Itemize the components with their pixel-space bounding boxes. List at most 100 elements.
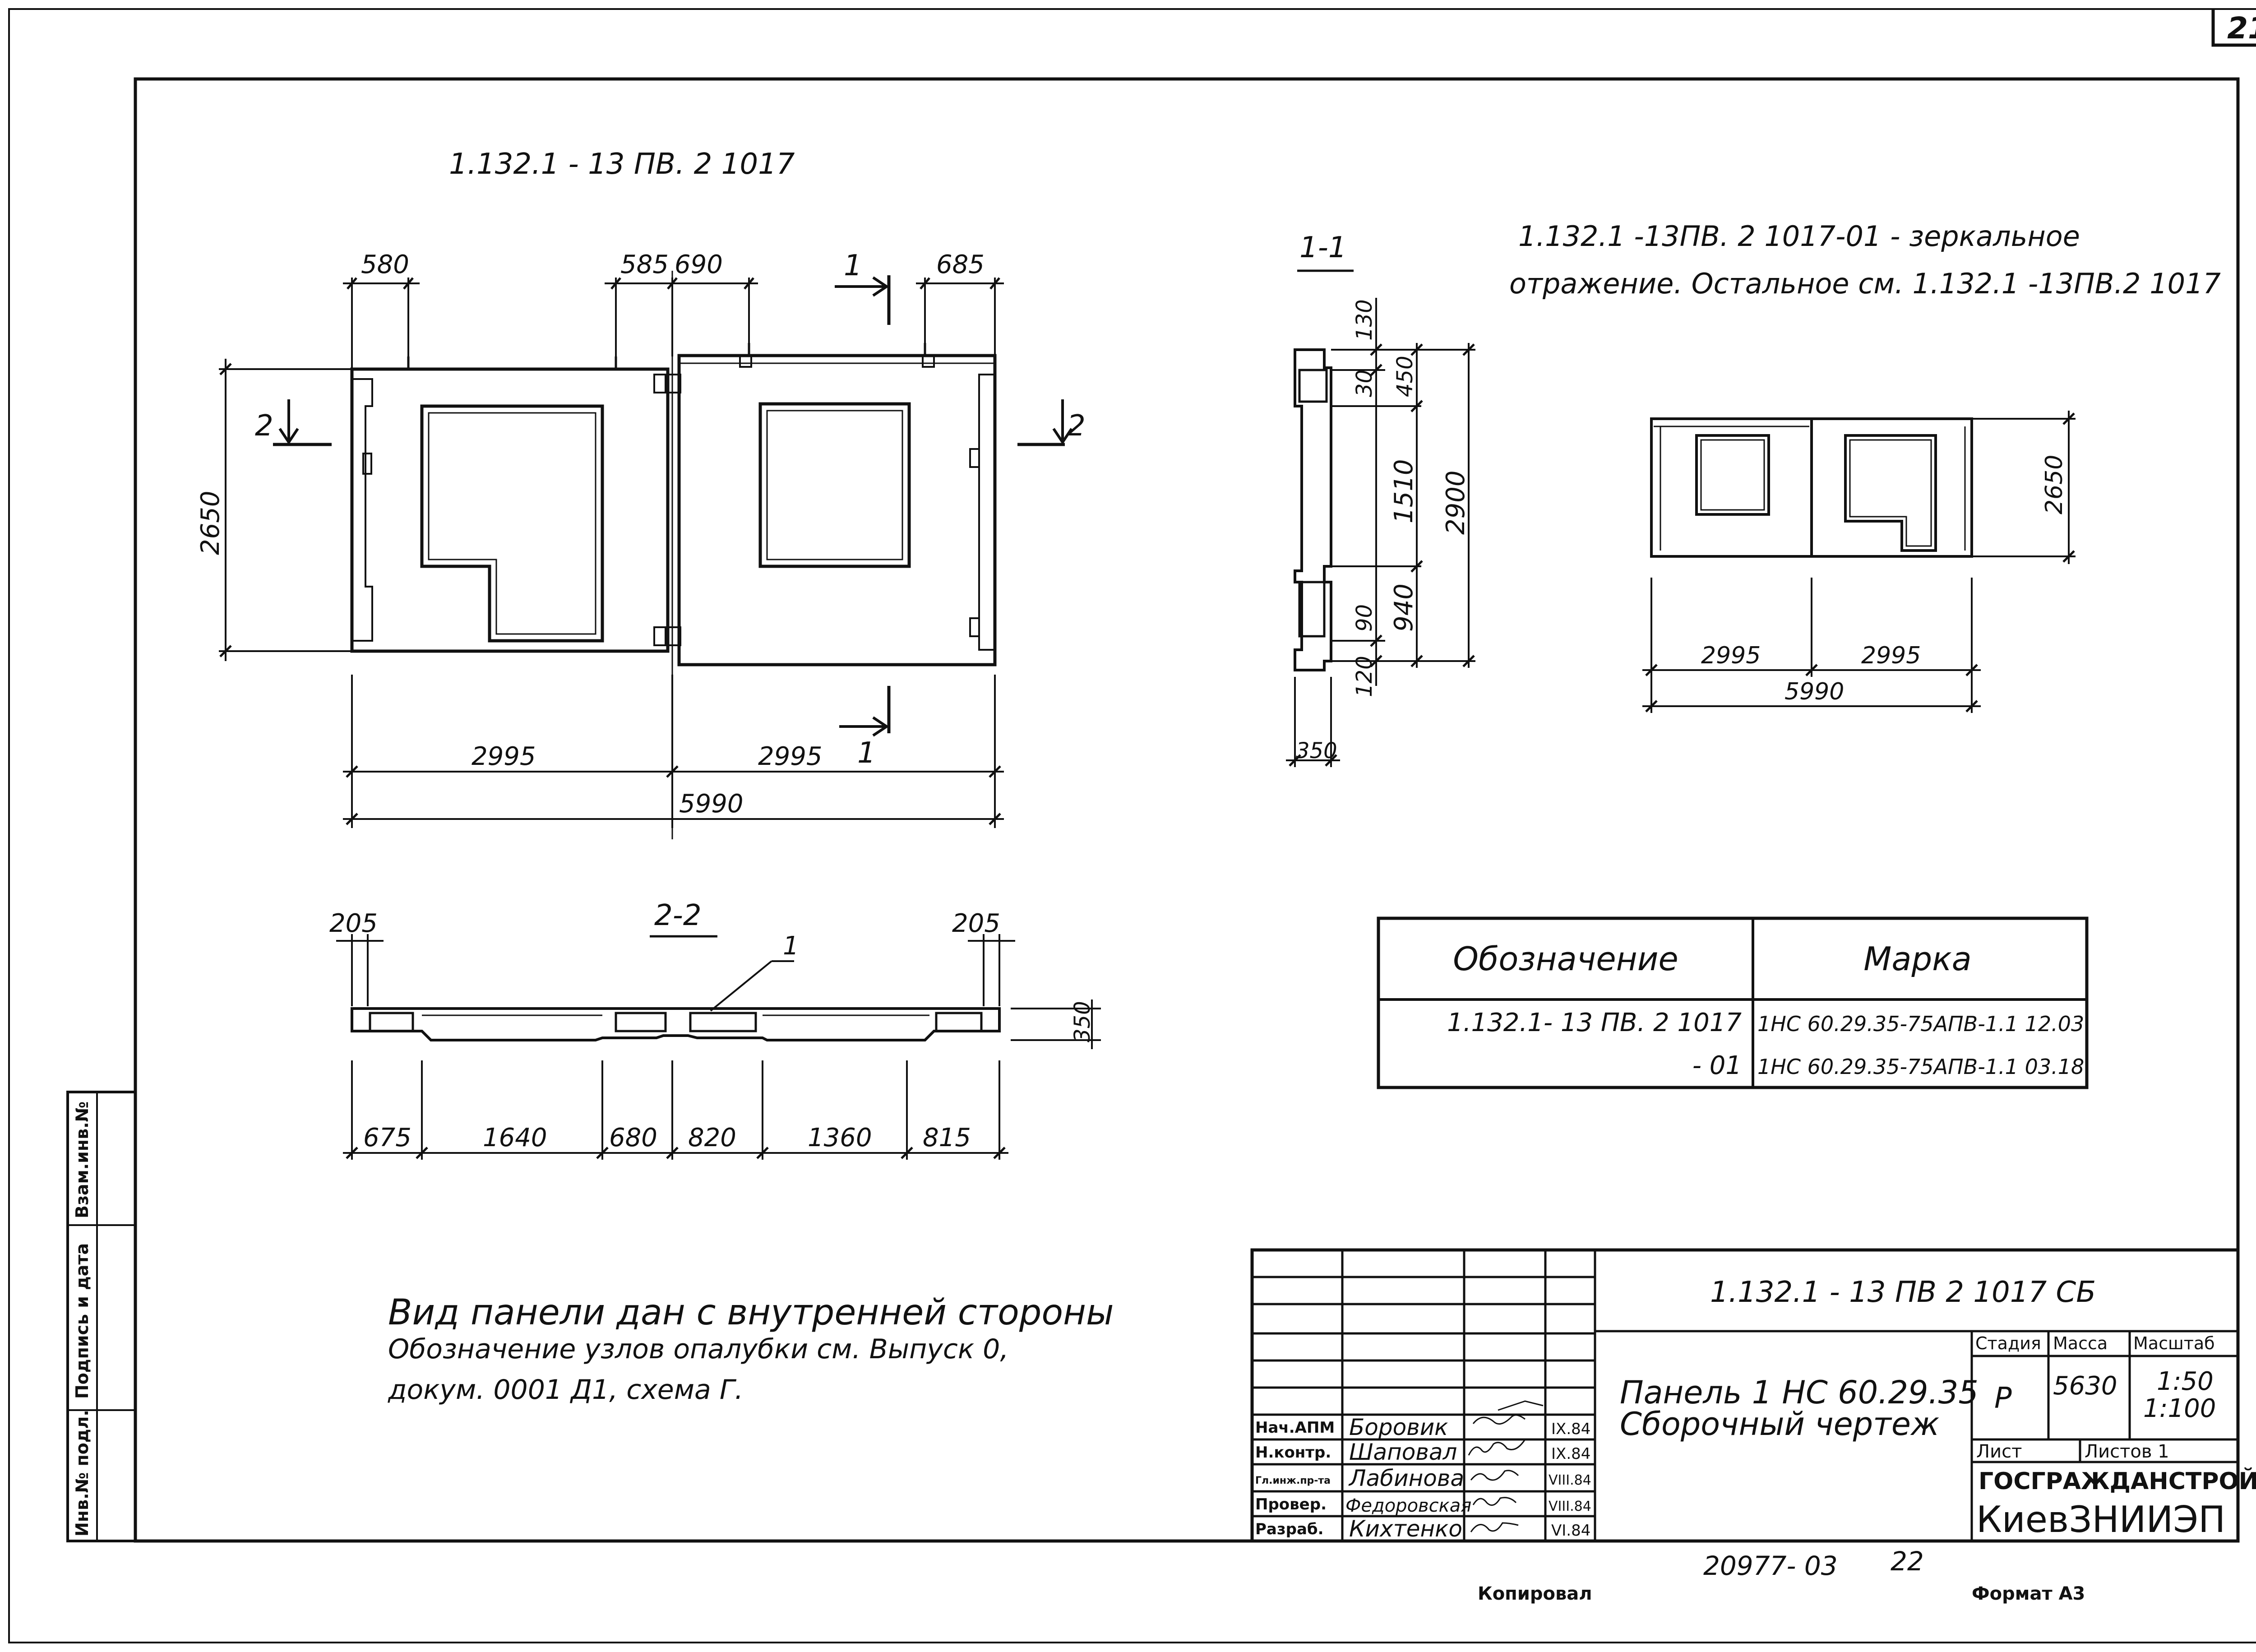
marks-header-designation: Обозначение (1453, 940, 1678, 978)
dim-2900: 2900 (1441, 470, 1470, 535)
section-1-label-top: 1 (844, 249, 862, 282)
title-block-org-1: ГОСГРАЖДАНСТРОЙ (1979, 1467, 2256, 1495)
staff-date-3: VIII.84 (1549, 1472, 1591, 1488)
mirror-dim-total: 5990 (1784, 678, 1844, 705)
mirror-note-line-1: 1.132.1 -13ПВ. 2 1017-01 - зеркальное (1518, 220, 2080, 253)
signatures (1468, 1400, 1544, 1532)
section-1-label-bottom: 1 (857, 736, 876, 770)
left-panel-outline (350, 367, 670, 653)
title-block-sheet-label: Лист (1976, 1441, 2022, 1462)
mirror-right-opening (1844, 434, 1937, 552)
dim-top-690: 690 (675, 250, 723, 279)
page-number-box: 21 (2211, 9, 2256, 47)
dim-top-585: 585 (620, 250, 669, 279)
view-note-line-3: докум. 0001 Д1, схема Г. (388, 1374, 743, 1406)
dim-940: 940 (1389, 583, 1419, 632)
marks-row-1-mark: 1НС 60.29.35-75АПВ-1.1 12.03 (1757, 1012, 2084, 1036)
section-2-2: 2-2 1 205 205 350 (329, 899, 1101, 1160)
panel-main-view: 580 585 690 685 2650 2 2 1 1 (196, 249, 1086, 839)
staff-date-5: VI.84 (1551, 1522, 1590, 1540)
staff-date-2: IX.84 (1551, 1445, 1590, 1463)
section-2-2-callout: 1 (783, 931, 799, 961)
title-block: 1.132.1 - 13 ПВ 2 1017 СБ Панель 1 НС 60… (1250, 1248, 2256, 1543)
title-block-scale-1: 1:50 (2157, 1367, 2214, 1396)
side-stamp-signature-date: Подпись и дата (72, 1243, 92, 1399)
dim-205-left: 205 (329, 909, 378, 938)
dim-1640: 1640 (483, 1123, 547, 1152)
dim-half-2: 2995 (758, 742, 823, 771)
section-1-1: 1-1 (1286, 231, 1475, 767)
dim-thickness-350: 350 (1070, 1001, 1095, 1042)
dim-half-1: 2995 (472, 742, 536, 771)
dim-680: 680 (609, 1123, 657, 1152)
drawing-frame (134, 77, 2240, 1543)
mirror-note-line-2: отражение. Остальное см. 1.132.1 -13ПВ.2… (1509, 267, 2221, 300)
mirror-dim-height: 2650 (2041, 455, 2068, 514)
dim-450: 450 (1392, 356, 1418, 397)
left-panel-opening (420, 404, 604, 643)
drawing-reference: 1.132.1 - 13 ПВ. 2 1017 (449, 148, 795, 181)
marks-row-2-mark: 1НС 60.29.35-75АПВ-1.1 03.18 (1757, 1055, 2084, 1079)
copied-label: Копировал (1478, 1583, 1592, 1604)
dim-130: 130 (1352, 299, 1377, 341)
dim-350: 350 (1296, 738, 1337, 764)
dim-1360: 1360 (808, 1123, 872, 1152)
dim-1510: 1510 (1389, 459, 1419, 523)
marks-table: Обозначение Марка 1.132.1- 13 ПВ. 2 1017… (1377, 916, 2089, 1089)
staff-role-3: Гл.инж.пр-та (1255, 1475, 1331, 1486)
bottom-number-1: 20977- 03 (1703, 1550, 1838, 1581)
view-note-line-1: Вид панели дан с внутренней стороны (388, 1292, 1114, 1333)
mirror-dim-half-1: 2995 (1701, 642, 1761, 669)
side-stamp: Взам.инв.№ Подпись и дата Инв.№ подл. (66, 1091, 137, 1542)
staff-name-1: Боровик (1349, 1414, 1448, 1440)
title-block-stage-label: Стадия (1975, 1333, 2041, 1353)
mirror-left-opening (1695, 434, 1770, 516)
title-block-name-2: Сборочный чертеж (1620, 1406, 1939, 1443)
section-2-label-left: 2 (255, 409, 273, 443)
side-stamp-inv-orig: Инв.№ подл. (72, 1410, 92, 1536)
dim-820: 820 (688, 1123, 736, 1152)
mirror-dim-half-2: 2995 (1861, 642, 1921, 669)
section-2-label-right: 2 (1067, 409, 1086, 443)
sheet-outer-border (8, 8, 2256, 1643)
title-block-scale-label: Масштаб (2133, 1333, 2215, 1353)
staff-date-1: IX.84 (1551, 1420, 1590, 1438)
staff-role-4: Провер. (1255, 1495, 1327, 1513)
title-block-code: 1.132.1 - 13 ПВ 2 1017 СБ (1710, 1276, 2096, 1309)
staff-name-3: Лабинова (1348, 1465, 1464, 1491)
title-block-sheets-label: Листов 1 (2085, 1441, 2169, 1462)
marks-row-1-designation: 1.132.1- 13 ПВ. 2 1017 (1447, 1008, 1742, 1037)
dim-top-685: 685 (936, 250, 985, 279)
staff-role-5: Разраб. (1255, 1520, 1324, 1538)
dim-total-5990: 5990 (679, 789, 744, 819)
dim-120: 120 (1352, 656, 1377, 697)
title-block-scale-2: 1:100 (2143, 1394, 2216, 1423)
section-1-1-title: 1-1 (1299, 231, 1347, 264)
section-2-2-profile (351, 1007, 1001, 1041)
staff-role-2: Н.контр. (1255, 1444, 1331, 1462)
section-1-1-profile (1294, 348, 1332, 671)
title-block-stage: Р (1994, 1382, 2012, 1415)
dim-815: 815 (923, 1123, 971, 1152)
right-panel-opening (758, 402, 911, 568)
bottom-number-2: 22 (1891, 1546, 1924, 1577)
dim-height-2650: 2650 (196, 491, 225, 555)
staff-date-4: VIII.84 (1549, 1499, 1591, 1514)
staff-role-1: Нач.АПМ (1255, 1419, 1335, 1437)
title-block-mass: 5630 (2053, 1371, 2117, 1401)
staff-name-2: Шаповал (1349, 1439, 1457, 1465)
panel-mirror-view: 2650 2995 2995 5990 (1642, 411, 2076, 713)
section-2-2-title: 2-2 (654, 899, 702, 932)
dim-30: 30 (1352, 370, 1377, 397)
staff-name-5: Кихтенко (1349, 1516, 1462, 1542)
title-block-org-2: КиевЗНИИЭП (1976, 1499, 2225, 1541)
dim-675: 675 (363, 1123, 411, 1152)
dim-205-right: 205 (952, 909, 1000, 938)
marks-header-mark: Марка (1863, 940, 1972, 978)
side-stamp-replace-inv: Взам.инв.№ (72, 1101, 92, 1218)
title-block-name-1: Панель 1 НС 60.29.35 (1620, 1374, 1979, 1411)
dim-90: 90 (1352, 604, 1377, 632)
marks-row-2-designation: - 01 (1692, 1051, 1742, 1080)
right-panel-outline (677, 354, 997, 666)
